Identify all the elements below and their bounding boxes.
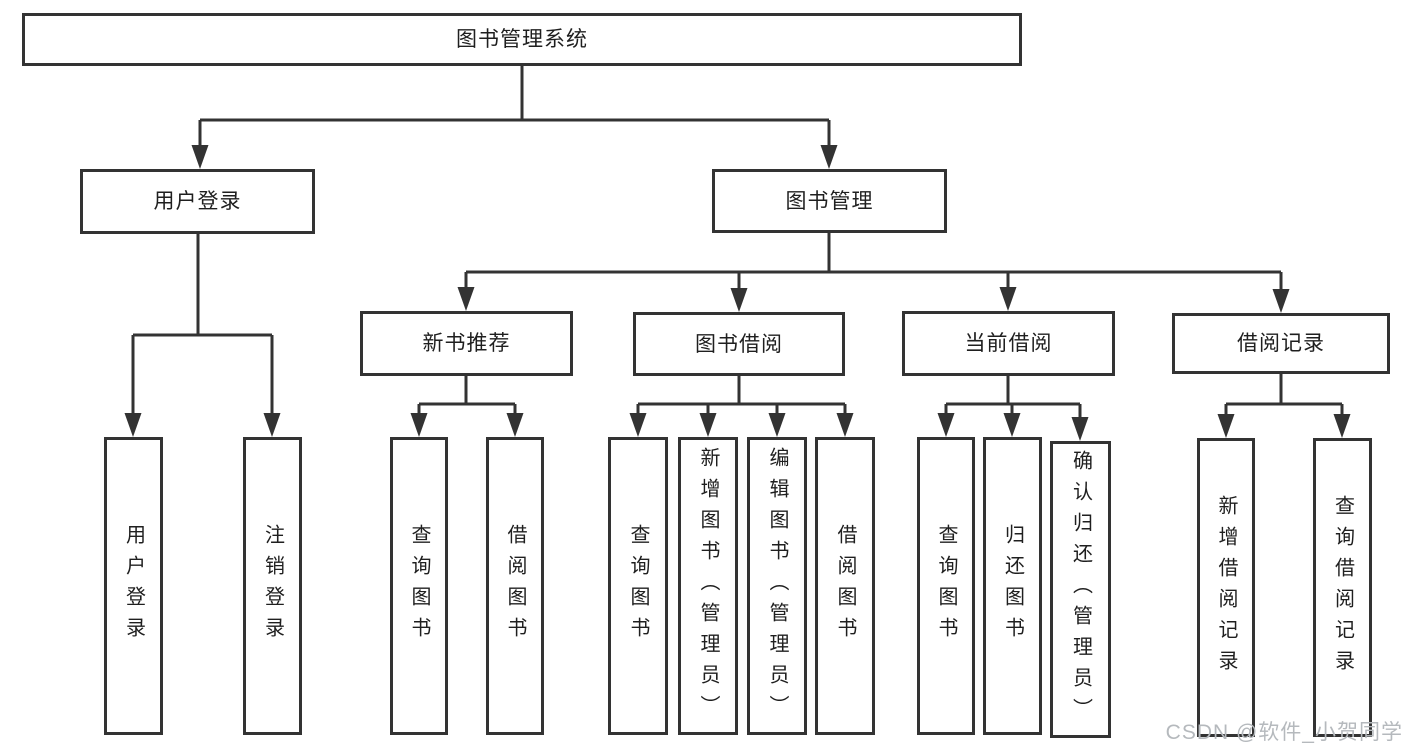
node-user-login-leaf: 用户登录 — [104, 437, 163, 735]
node-label: 查询图书 — [627, 524, 649, 648]
node-confirm-return-admin: 确认归还（管理员） — [1050, 441, 1111, 738]
node-borrow-books-1: 借阅图书 — [486, 437, 544, 735]
node-label: 用户登录 — [122, 524, 145, 648]
node-label: 确认归还（管理员） — [1069, 450, 1092, 729]
node-return-book: 归还图书 — [983, 437, 1042, 735]
node-label: 编辑图书（管理员） — [766, 446, 788, 726]
node-label: 图书借阅 — [695, 332, 783, 356]
node-borrow-records: 借阅记录 — [1172, 313, 1390, 374]
node-label: 注销登录 — [261, 524, 284, 648]
arrowhead-icons — [124, 145, 1351, 441]
node-label: 当前借阅 — [964, 332, 1053, 355]
node-label: 新增借阅记录 — [1215, 494, 1237, 681]
node-label: 归还图书 — [1001, 524, 1024, 648]
node-new-book-recommend: 新书推荐 — [360, 311, 573, 376]
node-label: 图书管理系统 — [456, 28, 588, 51]
node-label: 新书推荐 — [422, 332, 511, 355]
node-edit-book-admin: 编辑图书（管理员） — [747, 437, 807, 735]
node-label: 查询图书 — [408, 524, 430, 648]
node-user-login: 用户登录 — [80, 169, 315, 234]
node-borrow-books-2: 借阅图书 — [815, 437, 875, 735]
node-query-borrow-record: 查询借阅记录 — [1313, 438, 1372, 737]
node-logout: 注销登录 — [243, 437, 302, 735]
node-book-borrow: 图书借阅 — [633, 312, 845, 376]
node-book-management: 图书管理 — [712, 169, 947, 233]
node-root: 图书管理系统 — [22, 13, 1022, 66]
node-label: 查询图书 — [935, 524, 957, 648]
node-label: 借阅记录 — [1237, 332, 1325, 355]
node-label: 借阅图书 — [504, 524, 526, 648]
node-query-books-1: 查询图书 — [390, 437, 448, 735]
node-label: 图书管理 — [785, 189, 874, 213]
node-add-book-admin: 新增图书（管理员） — [678, 437, 738, 735]
node-add-borrow-record: 新增借阅记录 — [1197, 438, 1255, 737]
watermark: CSDN @软件_小贺同学 — [1165, 721, 1403, 744]
node-current-borrow: 当前借阅 — [902, 311, 1115, 376]
node-label: 新增图书（管理员） — [697, 446, 719, 726]
node-label: 借阅图书 — [834, 524, 856, 648]
node-query-books-2: 查询图书 — [608, 437, 668, 735]
node-query-books-3: 查询图书 — [917, 437, 975, 735]
node-label: 用户登录 — [153, 190, 242, 213]
node-label: 查询借阅记录 — [1331, 494, 1354, 681]
